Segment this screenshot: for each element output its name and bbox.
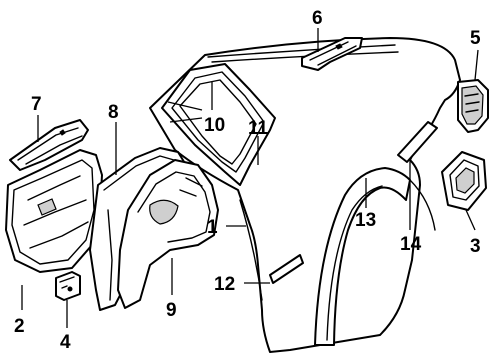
leader-10b xyxy=(167,101,203,111)
upper-reinforcement xyxy=(9,119,89,171)
callout-2: 2 xyxy=(14,316,25,337)
callout-6: 6 xyxy=(312,8,323,29)
callout-12: 12 xyxy=(214,274,235,295)
wheelhouse-inner xyxy=(117,159,219,309)
callout-11: 11 xyxy=(248,118,269,139)
callout-13: 13 xyxy=(355,210,376,231)
leader-10c xyxy=(169,117,203,123)
leader-3 xyxy=(465,209,476,231)
callout-8: 8 xyxy=(108,102,119,123)
callout-9: 9 xyxy=(166,300,177,321)
quarter-panel xyxy=(149,37,461,353)
callout-3: 3 xyxy=(470,236,481,257)
callout-7: 7 xyxy=(31,94,42,115)
callout-14: 14 xyxy=(400,234,422,255)
callout-1: 1 xyxy=(207,217,218,238)
tail-lamp-housing xyxy=(457,79,489,133)
callout-labels: 1 2 3 4 5 6 7 8 9 10 11 12 13 14 xyxy=(14,8,481,353)
small-bracket xyxy=(55,271,81,301)
callout-5: 5 xyxy=(470,28,481,49)
callout-10: 10 xyxy=(204,115,225,136)
fuel-door xyxy=(441,151,487,211)
callout-4: 4 xyxy=(60,332,71,353)
leader-lines xyxy=(21,28,479,328)
leader-5 xyxy=(474,49,479,81)
roof-rail-bracket xyxy=(301,37,363,71)
